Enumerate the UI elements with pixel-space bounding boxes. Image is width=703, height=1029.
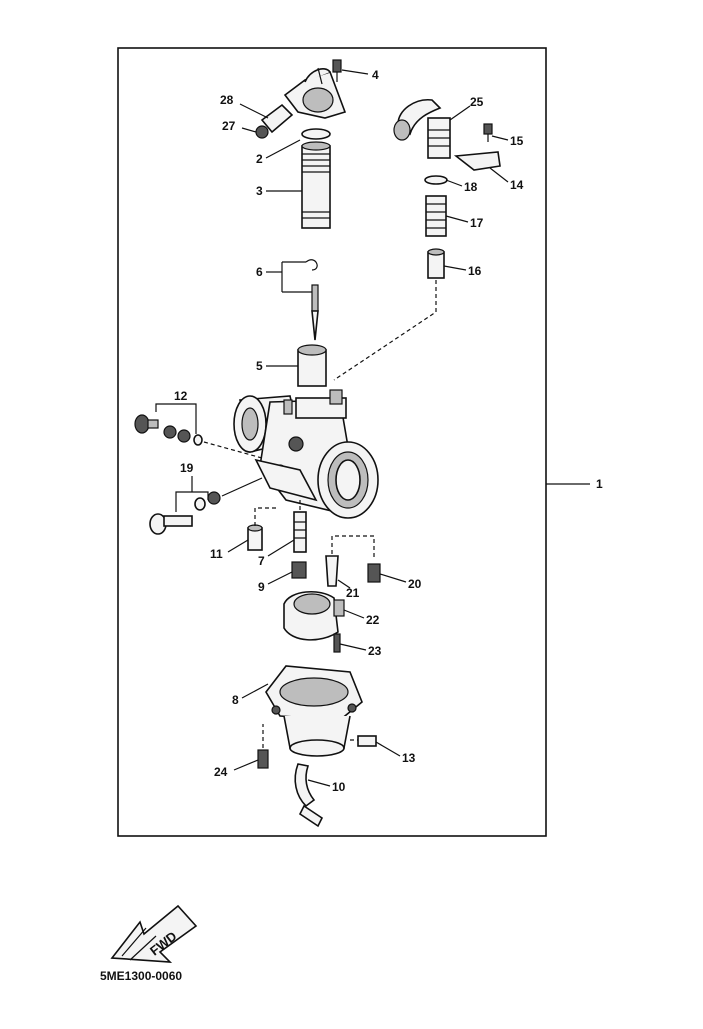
callouts: 2 3 4 5 6 7 8 9 10 11 12 13 14: [174, 68, 524, 794]
callout-15: 15: [510, 134, 524, 148]
leader-27: [241, 127, 257, 133]
leader-10: [307, 779, 331, 787]
part-float-bowl: [265, 665, 363, 757]
callout-17: 17: [470, 216, 484, 230]
leader-7: [267, 539, 295, 557]
leader-22: [343, 609, 365, 619]
part-starter-assembly: [393, 99, 501, 279]
part-float-pin: [333, 633, 341, 653]
leader-25: [449, 105, 471, 121]
callout-3: 3: [256, 184, 263, 198]
callout-20: 20: [408, 577, 422, 591]
fwd-arrow: FWD: [110, 904, 198, 963]
callout-9: 9: [258, 580, 265, 594]
part-needle-clip: [305, 259, 319, 341]
part-main-jet: [291, 561, 307, 579]
part-carburetor-body: [233, 389, 379, 519]
callout-27: 27: [222, 119, 236, 133]
leader-2: [265, 139, 301, 159]
part-20-screw: [367, 563, 381, 583]
callout-4: 4: [372, 68, 379, 82]
callout-25: 25: [470, 95, 484, 109]
leader-4: [341, 69, 369, 75]
part-slide: [297, 344, 327, 387]
leader-18: [445, 179, 463, 187]
leader-14: [489, 167, 509, 183]
callout-22: 22: [366, 613, 380, 627]
callout-11: 11: [210, 547, 223, 561]
leader-21: [337, 579, 351, 589]
callout-14: 14: [510, 178, 524, 192]
leader-23: [339, 643, 367, 651]
leader-8: [241, 683, 269, 699]
part-idle-screw: [134, 403, 263, 459]
callout-1: 1: [596, 477, 603, 491]
part-24-screw: [257, 724, 269, 769]
leader-20: [379, 573, 407, 583]
part-pilot-jet: [247, 507, 276, 551]
leader-17: [445, 215, 469, 223]
callout-18: 18: [464, 180, 478, 194]
callout-28: 28: [220, 93, 234, 107]
figure-code: 5ME1300-0060: [100, 969, 182, 983]
callout-23: 23: [368, 644, 382, 658]
callout-7: 7: [258, 554, 265, 568]
callout-24: 24: [214, 765, 228, 779]
leader-16: [443, 265, 467, 271]
callout-5: 5: [256, 359, 263, 373]
leader-28: [239, 103, 269, 119]
part-needle-jet: [293, 500, 307, 553]
diagram-frame: [117, 47, 547, 837]
part-21: [325, 535, 375, 587]
part-float: [283, 591, 345, 641]
leader-15: [491, 135, 509, 141]
leader-9: [267, 571, 293, 585]
part-throttle-stop-screw: [149, 477, 263, 535]
callout-21: 21: [346, 586, 360, 600]
leader-dashed-16: [333, 280, 437, 381]
callout-8: 8: [232, 693, 239, 707]
callout-19: 19: [180, 461, 194, 475]
leader-13: [375, 741, 401, 757]
callout-2: 2: [256, 152, 263, 166]
callout-10: 10: [332, 780, 346, 794]
callout-6: 6: [256, 265, 263, 279]
part-cap-assembly: [255, 59, 347, 229]
part-drain-hose: [294, 763, 324, 828]
callout-16: 16: [468, 264, 482, 278]
part-drain-screw: [350, 735, 377, 747]
leader-11: [227, 539, 249, 553]
leader-24: [233, 759, 259, 771]
callout-13: 13: [402, 751, 416, 765]
callout-12: 12: [174, 389, 188, 403]
leader-6-bracket: [281, 261, 312, 293]
